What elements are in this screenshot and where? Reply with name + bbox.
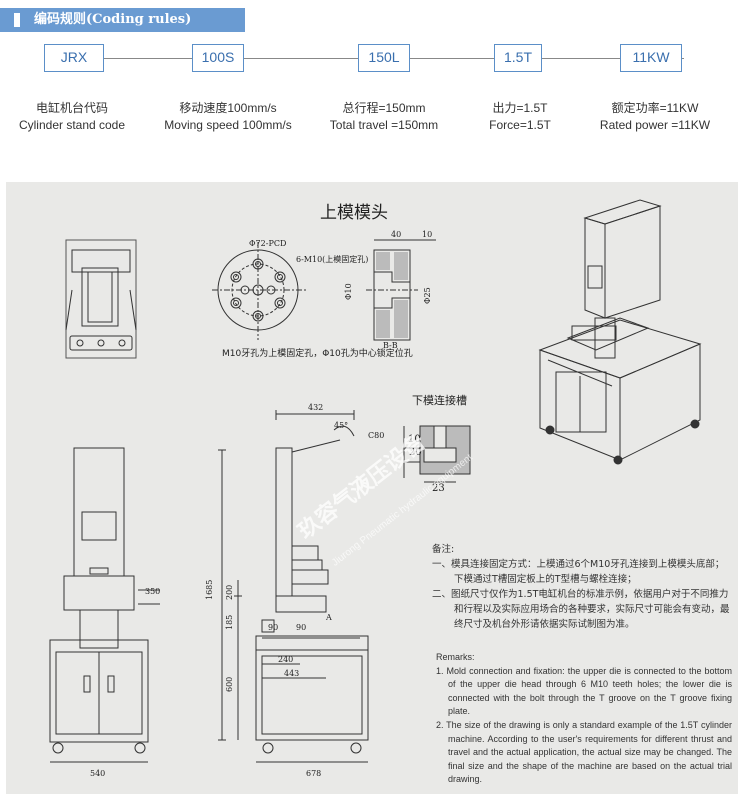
side-view-dim-8: 90 [296, 623, 306, 632]
remarks-en: Remarks: 1. Mold connection and fixation… [436, 651, 732, 787]
machine-perspective-view [538, 199, 702, 465]
side-dim-2: Φ10 [344, 283, 353, 300]
code-desc-travel: 总行程=150mm Total travel =150mm [310, 100, 458, 134]
header-bar-icon [14, 13, 20, 27]
side-view-dim-7: 90 [268, 623, 278, 632]
section-header: 编码规则(Coding rules) [0, 8, 245, 32]
upper-die-caption: M10牙孔为上模固定孔，Φ10孔为中心锁定位孔 [222, 349, 413, 359]
code-desc-stand: 电缸机台代码 Cylinder stand code [2, 100, 142, 134]
code-desc-en: Force=1.5T [489, 118, 551, 132]
code-box-power: 11KW [620, 44, 682, 72]
upper-die-title: 上模模头 [320, 203, 388, 223]
code-desc-en: Cylinder stand code [18, 118, 126, 132]
code-desc-cn: 额定功率=11KW [611, 101, 699, 115]
tslot-dim-2: 23 [432, 483, 445, 494]
holes-label: 6-M10(上模固定孔) [296, 254, 368, 264]
tslot-title: 下模连接槽 [412, 394, 467, 407]
code-desc-en: Total travel =150mm [329, 118, 439, 132]
section-title: 编码规则(Coding rules) [34, 12, 192, 27]
notes-item-2: 二、图纸尺寸仅作为1.5T电缸机台的标准示例，依据用户对于不同推力和行程以及实际… [432, 589, 730, 630]
remarks-item-2: 2. The size of the drawing is only a sta… [436, 719, 732, 785]
head-front-view [65, 239, 137, 359]
side-view-dim-0: 432 [308, 403, 323, 412]
side-dim-3: Φ25 [423, 287, 432, 304]
tslot-detail [403, 425, 471, 483]
code-desc-speed: 移动速度100mm/s Moving speed 100mm/s [148, 100, 308, 134]
code-desc-force: 出力=1.5T Force=1.5T [470, 100, 570, 134]
side-view-dim-4: 200 [225, 585, 234, 600]
notes-cn: 备注: 一、模具连接固定方式：上模通过6个M10牙孔连接到上模模头底部；下模通过… [432, 542, 732, 632]
notes-heading: 备注: [432, 544, 455, 555]
front-dim-1: 540 [90, 769, 105, 778]
side-dim-1: 10 [422, 230, 432, 239]
remarks-item-1: 1. Mold connection and fixation: the upp… [436, 665, 732, 717]
code-box-stand: JRX [44, 44, 104, 72]
upper-die-top-view [212, 242, 306, 340]
machine-front-view [49, 447, 160, 763]
side-view-dim-12: A [325, 613, 332, 622]
code-desc-cn: 电缸机台代码 [35, 101, 108, 115]
notes-item-1: 一、模具连接固定方式：上模通过6个M10牙孔连接到上模模头底部；下模通过T槽固定… [432, 559, 725, 585]
machine-side-view [218, 410, 369, 763]
code-desc-cn: 移动速度100mm/s [179, 101, 277, 115]
code-desc-power: 额定功率=11KW Rated power =11KW [580, 100, 730, 134]
remarks-heading: Remarks: [436, 652, 475, 662]
tslot-dim-0: 20 [409, 447, 422, 458]
side-view-dim-1: 45° [334, 421, 348, 430]
pcd-label: Φ72-PCD [249, 239, 286, 248]
front-dim-0: 350 [145, 587, 160, 596]
code-desc-cn: 总行程=150mm [342, 101, 426, 115]
code-box-speed: 100S [192, 44, 244, 72]
technical-drawing-panel [6, 182, 738, 794]
section-label: B-B [383, 341, 398, 350]
side-view-dim-9: 240 [278, 655, 293, 664]
side-view-dim-6: 600 [225, 677, 234, 692]
code-box-travel: 150L [358, 44, 410, 72]
side-view-dim-10: 443 [284, 669, 299, 678]
side-view-dim-11: 678 [306, 769, 321, 778]
side-dim-0: 40 [391, 230, 401, 239]
side-view-dim-2: C80 [368, 431, 384, 440]
upper-die-section-view [366, 239, 436, 341]
tslot-dim-1: 10 [408, 434, 421, 445]
code-desc-cn: 出力=1.5T [492, 101, 548, 115]
code-desc-en: Rated power =11KW [599, 118, 711, 132]
side-view-dim-5: 185 [225, 615, 234, 630]
side-view-dim-3: 1685 [205, 580, 214, 600]
code-box-force: 1.5T [494, 44, 542, 72]
code-desc-en: Moving speed 100mm/s [164, 118, 292, 132]
